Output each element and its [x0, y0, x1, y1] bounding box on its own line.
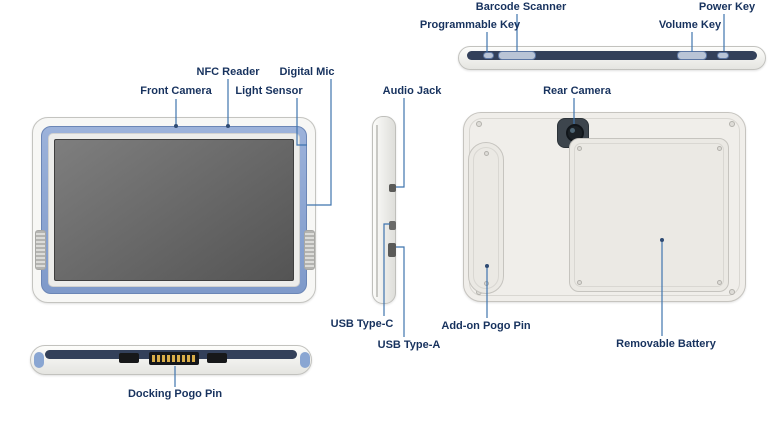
gold-pins	[152, 355, 196, 362]
docking-pogo-connector	[149, 352, 199, 365]
label-power-key: Power Key	[698, 1, 756, 13]
bottom-right-frame-cap	[300, 352, 310, 368]
screw	[476, 121, 482, 127]
bottom-connector-right	[207, 353, 227, 363]
back-view	[463, 112, 746, 302]
bottom-left-frame-cap	[34, 352, 44, 368]
screw	[577, 146, 582, 151]
usb-type-a-line	[396, 246, 405, 337]
front-view	[32, 117, 316, 303]
audio-jack-line	[396, 98, 405, 188]
label-digital-mic: Digital Mic	[279, 66, 335, 78]
label-docking-pogo-pin: Docking Pogo Pin	[127, 388, 223, 400]
top-edge-band	[467, 51, 757, 60]
bottom-edge-view	[30, 345, 312, 375]
screw	[717, 280, 722, 285]
label-usb-type-c: USB Type-C	[330, 318, 394, 330]
side-seam	[376, 125, 378, 297]
battery-seam	[574, 143, 724, 287]
label-removable-battery: Removable Battery	[616, 338, 716, 350]
label-programmable-key: Programmable Key	[419, 19, 521, 31]
bottom-connector-left	[119, 353, 139, 363]
screw	[577, 280, 582, 285]
label-volume-key: Volume Key	[658, 19, 722, 31]
screw	[484, 281, 489, 286]
screw	[729, 121, 735, 127]
label-nfc-reader: NFC Reader	[196, 66, 260, 78]
add-on-pogo-strip	[468, 142, 504, 294]
rear-camera-lens-glint	[570, 128, 575, 133]
pogo-strip-seam	[473, 147, 499, 289]
label-barcode-scanner: Barcode Scanner	[475, 1, 567, 13]
label-rear-camera: Rear Camera	[543, 85, 611, 97]
usb-type-a-port	[388, 243, 396, 257]
audio-jack-port	[389, 184, 396, 192]
usb-type-c-port	[389, 221, 396, 230]
label-light-sensor: Light Sensor	[235, 85, 303, 97]
side-view	[372, 116, 396, 304]
screw	[717, 146, 722, 151]
screw	[729, 289, 735, 295]
label-add-on-pogo-pin: Add-on Pogo Pin	[441, 320, 531, 332]
power-key-button	[717, 52, 729, 59]
top-edge-view	[458, 46, 766, 70]
screw	[484, 151, 489, 156]
removable-battery-door	[569, 138, 729, 292]
barcode-scanner-trigger	[498, 51, 536, 60]
label-front-camera: Front Camera	[140, 85, 212, 97]
label-usb-type-a: USB Type-A	[377, 339, 441, 351]
programmable-key-button	[483, 52, 494, 59]
right-speaker-grille	[304, 230, 315, 270]
label-audio-jack: Audio Jack	[382, 85, 442, 97]
front-screen	[54, 139, 294, 281]
left-speaker-grille	[35, 230, 46, 270]
volume-key-rocker	[677, 51, 707, 60]
